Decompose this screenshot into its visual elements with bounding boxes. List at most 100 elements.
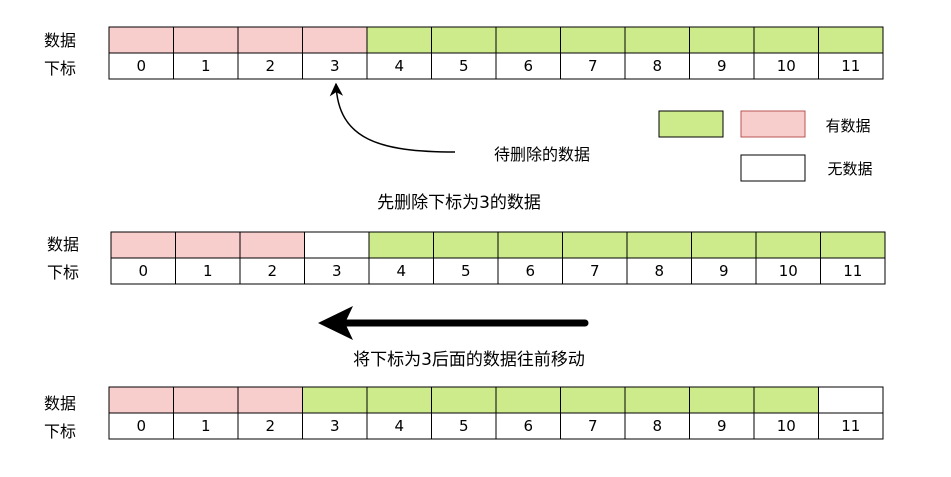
index-label: 6	[523, 57, 533, 75]
data-cell-red	[237, 386, 303, 414]
index-label: 2	[265, 57, 275, 75]
legend-has-data-swatch	[740, 110, 806, 138]
index-cell	[175, 257, 241, 285]
index-label: 1	[201, 417, 211, 435]
index-label: 6	[525, 262, 535, 280]
to-delete-label: 待删除的数据	[494, 145, 590, 164]
index-label: 11	[841, 417, 860, 435]
index-cell	[237, 412, 303, 440]
index-cell	[433, 257, 499, 285]
data-cell-green	[689, 26, 755, 54]
index-label: 1	[203, 262, 213, 280]
data-cell-green	[818, 26, 884, 54]
index-label: 7	[588, 417, 598, 435]
index-cell	[691, 257, 757, 285]
index-cell	[108, 412, 174, 440]
data-cell-red	[110, 231, 176, 259]
index-label: 8	[652, 57, 662, 75]
index-label: 3	[332, 262, 342, 280]
index-label: 1	[201, 57, 211, 75]
data-cell-green	[433, 231, 499, 259]
data-cell-red	[108, 386, 174, 414]
legend-has-data-label: 有数据	[825, 117, 870, 135]
index-cell	[237, 52, 303, 80]
data-cell-green	[689, 386, 755, 414]
index-cell	[304, 257, 370, 285]
index-label: 2	[267, 262, 277, 280]
index-cell	[560, 52, 626, 80]
data-cell-green	[366, 386, 432, 414]
index-label: 11	[841, 57, 860, 75]
index-label: 9	[719, 262, 729, 280]
index-label: 10	[777, 417, 796, 435]
index-label: 8	[654, 262, 664, 280]
data-cell-green	[753, 26, 819, 54]
curved-pointer-arrow	[329, 82, 456, 153]
data-cell-red	[239, 231, 305, 259]
data-cell-green	[691, 231, 757, 259]
data-row-label: 数据	[44, 394, 76, 413]
index-label: 5	[459, 417, 469, 435]
index-label: 11	[843, 262, 862, 280]
index-label: 0	[136, 417, 146, 435]
data-cell-green	[366, 26, 432, 54]
step1-caption: 先删除下标为3的数据	[377, 193, 541, 213]
index-label: 0	[138, 262, 148, 280]
data-cell-green	[431, 386, 497, 414]
index-cell	[495, 52, 561, 80]
data-cell-white	[304, 231, 370, 259]
data-cell-red	[173, 386, 239, 414]
index-cell	[366, 52, 432, 80]
data-cell-green	[431, 26, 497, 54]
index-cell	[173, 52, 239, 80]
data-cell-red	[175, 231, 241, 259]
index-cell	[431, 52, 497, 80]
index-cell	[108, 52, 174, 80]
index-label: 7	[588, 57, 598, 75]
index-label: 10	[777, 57, 796, 75]
data-cell-green	[560, 26, 626, 54]
index-cell	[755, 257, 821, 285]
index-cell	[495, 412, 561, 440]
index-cell	[689, 52, 755, 80]
index-row-label: 下标	[44, 422, 76, 441]
legend: 有数据 无数据	[658, 110, 873, 182]
index-row-label: 下标	[44, 59, 76, 78]
index-label: 4	[396, 262, 406, 280]
legend-no-data-label: 无数据	[827, 160, 872, 178]
index-label: 6	[523, 417, 533, 435]
data-cell-green	[624, 386, 690, 414]
step2-caption: 将下标为3后面的数据往前移动	[353, 350, 585, 370]
data-cell-green	[497, 231, 563, 259]
data-cell-green	[562, 231, 628, 259]
data-cell-green	[302, 386, 368, 414]
index-label: 0	[136, 57, 146, 75]
data-cell-white	[818, 386, 884, 414]
index-label: 10	[779, 262, 798, 280]
index-cell	[368, 257, 434, 285]
index-label: 9	[717, 417, 727, 435]
data-cell-red	[173, 26, 239, 54]
index-cell	[689, 412, 755, 440]
data-cell-green	[624, 26, 690, 54]
data-row-label: 数据	[44, 31, 76, 50]
index-cell	[366, 412, 432, 440]
index-label: 4	[394, 417, 404, 435]
index-row-label: 下标	[47, 263, 79, 282]
data-cell-green	[560, 386, 626, 414]
data-cell-green	[495, 26, 561, 54]
index-label: 4	[394, 57, 404, 75]
data-cell-green	[495, 386, 561, 414]
index-label: 2	[265, 417, 275, 435]
index-cell	[624, 52, 690, 80]
data-cell-green	[753, 386, 819, 414]
data-cell-green	[626, 231, 692, 259]
index-label: 7	[590, 262, 600, 280]
legend-green-swatch	[658, 110, 724, 138]
data-cell-red	[108, 26, 174, 54]
